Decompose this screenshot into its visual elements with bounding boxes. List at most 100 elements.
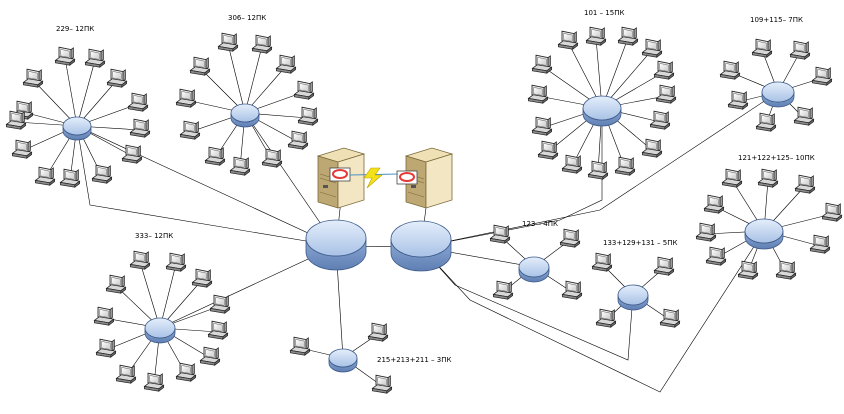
computer-icon [293, 80, 315, 100]
network-hub-icon [328, 348, 358, 373]
pc-link-line [159, 263, 177, 329]
computer-icon [653, 60, 675, 80]
trunk-line-333 [159, 245, 337, 329]
computer-icon [179, 120, 201, 140]
computer-icon [653, 256, 675, 276]
core-hub-icon [305, 219, 367, 271]
computer-icon [371, 374, 393, 394]
computer-icon [129, 250, 151, 270]
computer-icon [641, 38, 663, 58]
computer-icon [695, 222, 717, 242]
computer-icon [719, 60, 741, 80]
computer-icon [115, 364, 137, 384]
computer-icon [34, 166, 56, 186]
group-label-333: 333– 12ПК [135, 232, 173, 240]
network-hub-icon [761, 81, 795, 108]
computer-icon [54, 46, 76, 66]
computer-icon [727, 90, 749, 110]
computer-icon [143, 372, 165, 392]
computer-icon [492, 280, 514, 300]
computer-icon [95, 338, 117, 358]
network-hub-icon [62, 116, 92, 141]
group-label-121: 121+122+125– 10ПК [738, 154, 815, 162]
group-label-101: 101 – 15ПК [584, 9, 624, 17]
group-label-229: 229– 12ПК [56, 25, 94, 33]
computer-icon [703, 194, 725, 214]
trunk-line-101 [420, 108, 603, 248]
computer-icon [585, 26, 607, 46]
computer-icon [261, 148, 283, 168]
computer-icon [199, 346, 221, 366]
computer-icon [655, 84, 677, 104]
computer-icon [289, 336, 311, 356]
computer-icon [775, 260, 797, 280]
pc-link-line [227, 43, 246, 114]
computer-icon [11, 139, 33, 159]
computer-icon [561, 154, 583, 174]
computer-icon [617, 26, 639, 46]
trunk-line-109 [420, 91, 779, 248]
lightning-link-icon [363, 167, 383, 189]
group-label-123: 123 – 4ПК [522, 220, 558, 228]
computer-icon [367, 322, 389, 342]
computer-icon [561, 280, 583, 300]
computer-icon [189, 56, 211, 76]
computer-icon [191, 268, 213, 288]
computer-icon [297, 106, 319, 126]
trunk-line [76, 125, 337, 247]
computer-icon [229, 156, 251, 176]
computer-icon [121, 144, 143, 164]
computer-icon [175, 88, 197, 108]
network-hub-icon [230, 103, 260, 128]
computer-icon [129, 118, 151, 138]
computer-icon [737, 260, 759, 280]
computer-icon [91, 164, 113, 184]
computer-icon [275, 54, 297, 74]
group-label-215: 215+213+211 – 3ПК [377, 356, 451, 364]
group-label-306: 306– 12ПК [228, 14, 266, 22]
computer-icon [614, 156, 636, 176]
computer-icon [595, 308, 617, 328]
pc-link-line [76, 59, 96, 127]
computer-icon [165, 252, 187, 272]
computer-icon [821, 202, 843, 222]
computer-icon [22, 68, 44, 88]
computer-icon [217, 32, 239, 52]
computer-icon [705, 246, 727, 266]
network-hub-icon [617, 284, 649, 311]
computer-icon [59, 168, 81, 188]
group-label-109: 109+115– 7ПК [750, 16, 803, 24]
trunk-line-229 [76, 125, 337, 247]
computer-icon [209, 294, 231, 314]
computer-icon [84, 48, 106, 68]
computer-icon [531, 54, 553, 74]
computer-icon [793, 106, 815, 126]
core-hub-icon [390, 220, 452, 272]
computer-icon [204, 146, 226, 166]
computer-icon [587, 160, 609, 180]
computer-icon [106, 68, 128, 88]
trunk-line-121 [420, 230, 765, 393]
computer-icon [591, 252, 613, 272]
computer-icon [537, 140, 559, 160]
group-label-133: 133+129+131 – 5ПК [603, 239, 677, 247]
computer-icon [811, 66, 833, 86]
workstations [5, 26, 843, 394]
computer-icon [251, 34, 273, 54]
computer-icon [755, 112, 777, 132]
connection-lines [15, 37, 833, 393]
computer-icon [489, 224, 511, 244]
pc-link-line [139, 261, 161, 329]
firewall-icon [329, 167, 351, 182]
computer-icon [105, 274, 127, 294]
network-hubs [62, 81, 795, 373]
computer-icon [559, 228, 581, 248]
computer-icon [287, 130, 309, 150]
computer-icon [757, 168, 779, 188]
network-hub-icon [144, 317, 176, 344]
pc-link-line [244, 45, 263, 114]
computer-icon [751, 38, 773, 58]
computer-icon [721, 168, 743, 188]
computer-icon [789, 40, 811, 60]
